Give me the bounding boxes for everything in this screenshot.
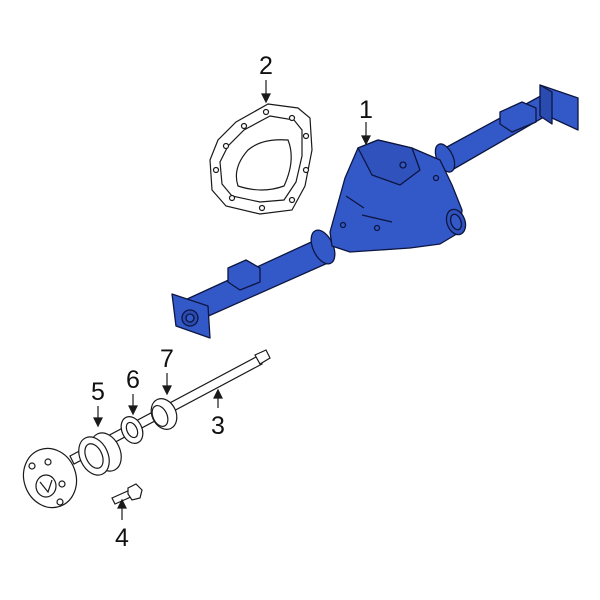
callout-3[interactable]: 3 — [211, 412, 225, 440]
axle-housing[interactable] — [171, 84, 579, 339]
callout-5[interactable]: 5 — [91, 378, 105, 406]
callout-7[interactable]: 7 — [160, 345, 174, 373]
callout-1[interactable]: 1 — [359, 96, 373, 124]
callout-4[interactable]: 4 — [115, 524, 129, 552]
bearing[interactable] — [73, 428, 127, 480]
axle-hub-flange — [22, 447, 78, 509]
callout-6[interactable]: 6 — [126, 366, 140, 394]
wheel-stud[interactable] — [111, 483, 143, 505]
differential-cover[interactable] — [209, 103, 313, 215]
bearing-retainer[interactable] — [146, 394, 181, 433]
leader-arrows — [93, 80, 371, 520]
callout-2[interactable]: 2 — [259, 52, 273, 80]
seal[interactable] — [117, 413, 147, 447]
